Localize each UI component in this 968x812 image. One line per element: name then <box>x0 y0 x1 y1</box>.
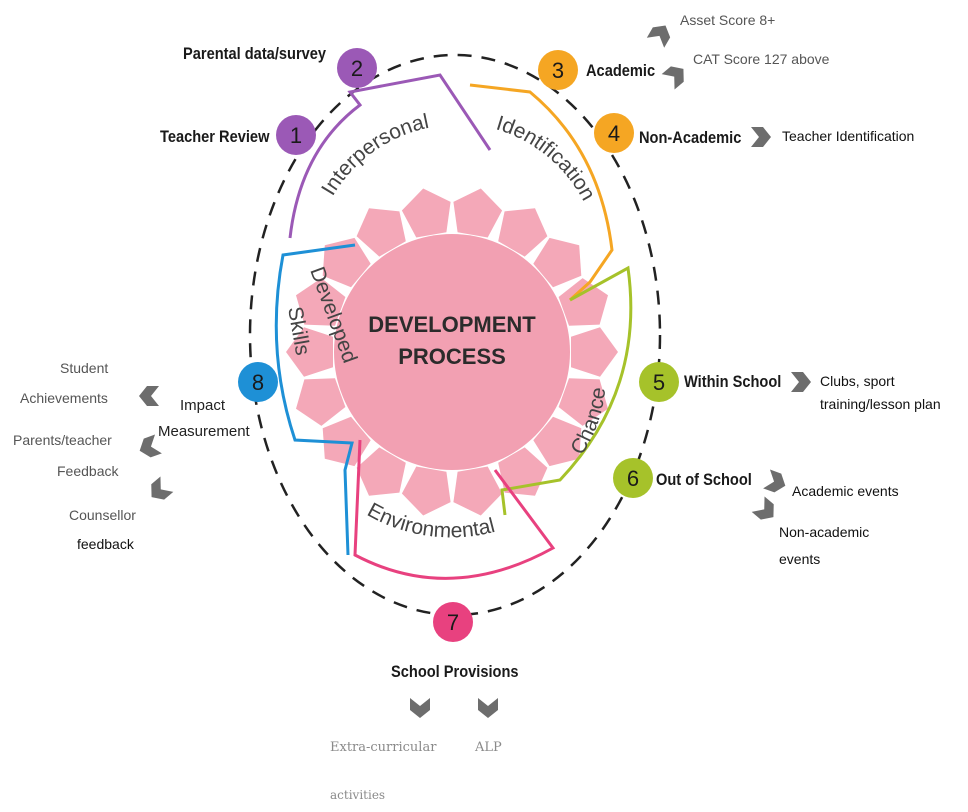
flower-petal <box>296 278 346 326</box>
node-6-label: Out of School <box>656 470 752 489</box>
non-academic-text-line1: Non-academic <box>779 524 870 540</box>
node-8-label-line2: Measurement <box>158 423 250 440</box>
chevron-teacher-id-icon <box>751 127 771 147</box>
chevron-non-academic-icon <box>751 496 774 520</box>
node-6-circle <box>613 458 653 498</box>
extra-curricular-text-line2: activities <box>330 788 386 802</box>
flower-center <box>334 234 570 470</box>
counsellor-feedback-line1: Counsellor <box>69 507 136 523</box>
flower-petal <box>356 447 406 496</box>
node-2-label: Parental data/survey <box>183 44 327 63</box>
node-8-circle <box>238 362 278 402</box>
academic-events-text: Academic events <box>792 483 899 499</box>
student-achievements-line1: Student <box>60 360 109 376</box>
node-5-number: 5 <box>653 370 665 395</box>
cat-score-text: CAT Score 127 above <box>693 51 830 67</box>
chevron-student-icon <box>139 386 159 406</box>
counsellor-feedback-line2: feedback <box>77 536 134 552</box>
node-5-circle <box>639 362 679 402</box>
flower-petal <box>533 237 582 288</box>
asset-score-text: Asset Score 8+ <box>680 12 776 28</box>
interpersonal-arc <box>288 73 492 239</box>
node-8-label-line1: Impact <box>180 397 226 414</box>
node-3-circle <box>538 50 578 90</box>
node-6-number: 6 <box>627 466 639 491</box>
flower-petal <box>558 378 608 426</box>
developed-skills-arc <box>274 243 356 556</box>
flower-petal <box>322 237 371 288</box>
flower-petal <box>533 416 582 467</box>
node-3-label: Academic <box>586 61 656 80</box>
chevron-asset-icon <box>646 25 671 48</box>
node-2-circle <box>337 48 377 88</box>
chevron-clubs-icon <box>791 372 811 392</box>
node-1-number: 1 <box>290 123 302 148</box>
chevron-counsellor-icon <box>151 476 174 500</box>
node-circles: 1 2 3 4 5 6 7 8 <box>238 48 679 642</box>
parents-feedback-line2: Feedback <box>57 463 119 479</box>
node-1-circle <box>276 115 316 155</box>
node-8-number: 8 <box>252 370 264 395</box>
teacher-identification-text: Teacher Identification <box>782 128 915 144</box>
node-5-label: Within School <box>684 372 782 391</box>
chance-arc <box>500 265 633 516</box>
node-7-number: 7 <box>447 610 459 635</box>
arc-label-interpersonal: Interpersonal <box>317 110 431 199</box>
node-4-circle <box>594 113 634 153</box>
center-title-line2: PROCESS <box>398 344 506 369</box>
parents-feedback-line1: Parents/teacher <box>13 432 112 448</box>
flower-petal <box>453 188 503 238</box>
chevron-alp-icon <box>478 698 498 718</box>
extra-curricular-text-line1: Extra-curricular <box>330 740 437 755</box>
flower-petal <box>453 466 503 516</box>
flower-petal <box>356 208 406 257</box>
node-2-number: 2 <box>351 56 363 81</box>
environmental-arc <box>353 439 556 580</box>
node-4-number: 4 <box>608 121 620 146</box>
flower-petal <box>498 208 548 257</box>
identification-arc <box>469 83 614 302</box>
flower-petal <box>296 378 346 426</box>
node-7-label: School Provisions <box>391 662 519 681</box>
clubs-text-line1: Clubs, sport <box>820 373 895 389</box>
node-4-label: Non-Academic <box>639 128 742 147</box>
chevron-academic-events-icon <box>763 469 786 493</box>
alp-text: ALP <box>475 740 502 755</box>
dashed-ring <box>248 53 662 617</box>
chevron-extra-curricular-icon <box>410 698 430 718</box>
flower-petal <box>558 278 608 326</box>
center-title-line1: DEVELOPMENT <box>368 312 536 337</box>
flower-petal <box>401 466 451 516</box>
node-3-number: 3 <box>552 58 564 83</box>
student-achievements-line2: Achievements <box>20 390 108 406</box>
clubs-text-line2: training/lesson plan <box>820 396 941 412</box>
node-7-circle <box>433 602 473 642</box>
flower-petal <box>401 188 451 238</box>
chevron-parents-icon <box>139 434 162 458</box>
chevron-cat-icon <box>661 66 684 90</box>
node-1-label: Teacher Review <box>160 127 270 146</box>
non-academic-text-line2: events <box>779 551 821 567</box>
flower-petal <box>286 327 333 377</box>
flower-petal <box>571 327 618 377</box>
chevron-arrows <box>139 25 811 718</box>
